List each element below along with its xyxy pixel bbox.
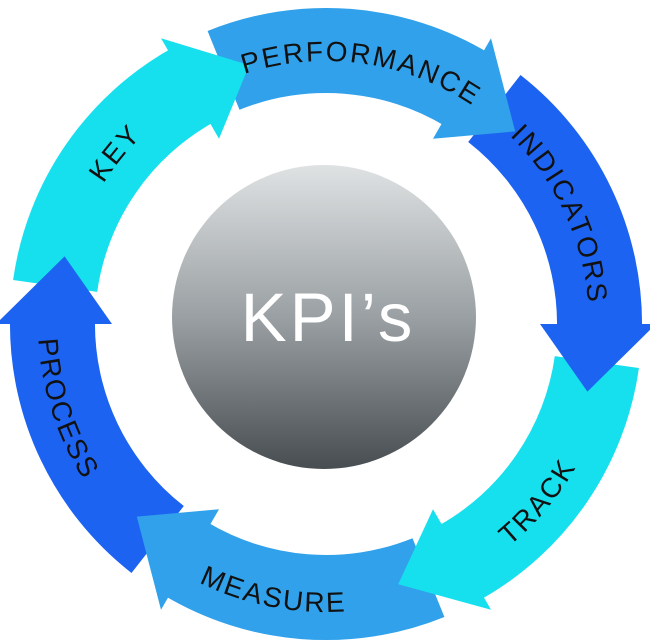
segment-performance-band [207, 7, 489, 127]
segment-performance-arrowhead-icon [433, 38, 516, 139]
segment-key-band [13, 47, 214, 292]
center-sphere [172, 165, 476, 469]
segment-process-arrowhead-icon [0, 256, 112, 324]
segment-measure-arrowhead-icon [136, 509, 219, 610]
segment-track-arrowhead-icon [398, 509, 491, 610]
segment-indicators-arrowhead-icon [540, 324, 650, 392]
segment-process-band [9, 318, 184, 573]
segment-measure-band [163, 522, 445, 641]
segment-track-band [438, 356, 639, 601]
segment-key-arrowhead-icon [161, 38, 250, 139]
segment-indicators-band [468, 75, 643, 330]
center-label: KPI’s [241, 279, 416, 356]
